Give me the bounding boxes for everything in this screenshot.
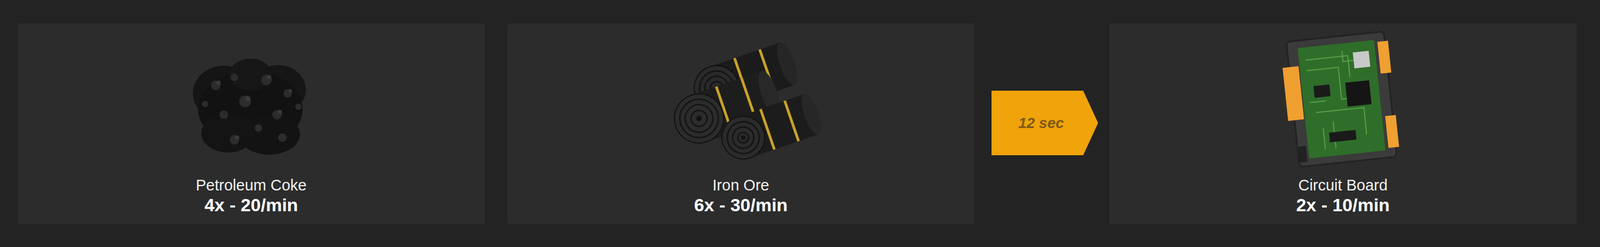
roll-illustration: [668, 39, 825, 165]
item-name: Iron Ore: [712, 175, 769, 195]
card-background: [507, 23, 975, 224]
item-card: Circuit Board2x - 10/min: [1109, 23, 1577, 224]
item-rate: 6x - 30/min: [694, 194, 789, 216]
item-name: Petroleum Coke: [196, 175, 307, 195]
card-background: [17, 23, 485, 224]
item-card: Iron Ore6x - 30/min: [507, 23, 975, 224]
time-badge: 12 sec: [991, 90, 1099, 156]
panel-layer: [17, 23, 1577, 224]
coke-illustration: [192, 58, 306, 155]
card-background: [1109, 23, 1577, 224]
item-name: Circuit Board: [1298, 175, 1388, 195]
chevron-fill: [991, 90, 1099, 156]
circuit-board-illustration: [1279, 30, 1401, 168]
duration-label: 12 sec: [1018, 114, 1065, 132]
item-rate: 4x - 20/min: [204, 194, 299, 216]
item-card: Petroleum Coke4x - 20/min: [17, 23, 485, 224]
item-rate: 2x - 10/min: [1296, 194, 1391, 216]
